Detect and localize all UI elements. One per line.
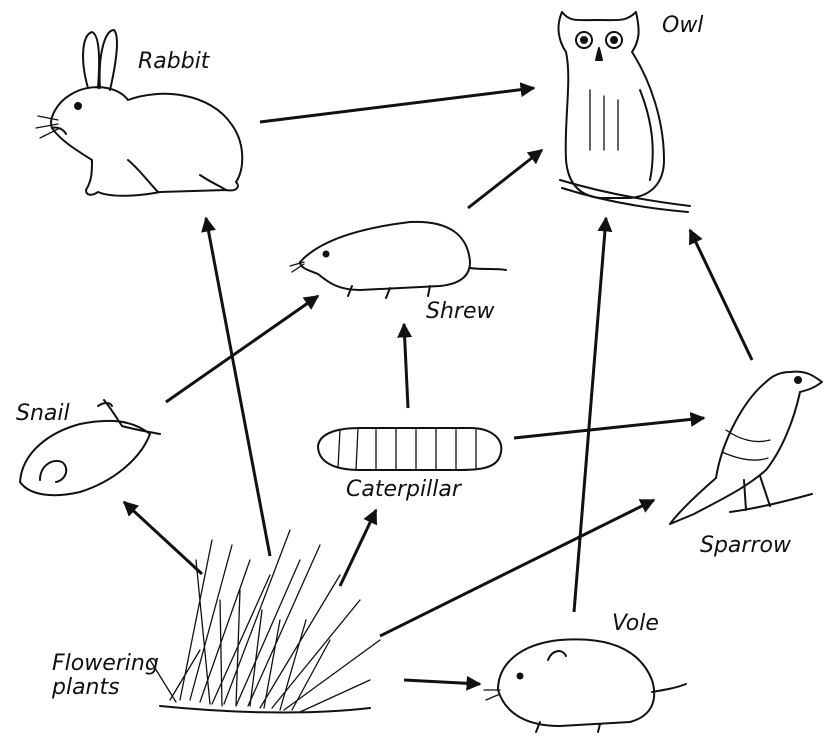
sparrow-illustration [670,372,822,524]
arrow-plants-to-snail [124,502,202,574]
arrow-caterpillar-to-shrew [404,324,408,408]
arrow-sparrow-to-owl [690,230,752,360]
shrew-label: Shrew [426,300,494,324]
snail-label: Snail [16,402,70,426]
arrow-caterpillar-to-sparrow [514,418,704,438]
sparrow-label: Sparrow [700,534,791,558]
arrow-plants-to-caterpillar [340,510,376,586]
arrow-shrew-to-owl [468,150,542,208]
owl-label: Owl [662,14,703,38]
caterpillar-illustration [318,428,501,470]
shrew-illustration [290,222,506,298]
owl-illustration [559,12,690,212]
arrow-snail-to-shrew [166,296,318,402]
caterpillar-label: Caterpillar [346,478,461,502]
arrow-vole-to-owl [574,218,606,612]
arrow-rabbit-to-owl [260,88,534,122]
arrow-plants-to-vole [404,680,480,684]
flowering-plants-label: Flowering plants [52,652,159,700]
rabbit-label: Rabbit [138,50,209,74]
arrow-plants-to-rabbit [206,218,270,556]
flowering-plants-label-line2: plants [52,676,159,700]
flowering-plants-label-line1: Flowering [52,652,159,676]
vole-illustration [484,639,686,732]
vole-label: Vole [612,612,659,636]
